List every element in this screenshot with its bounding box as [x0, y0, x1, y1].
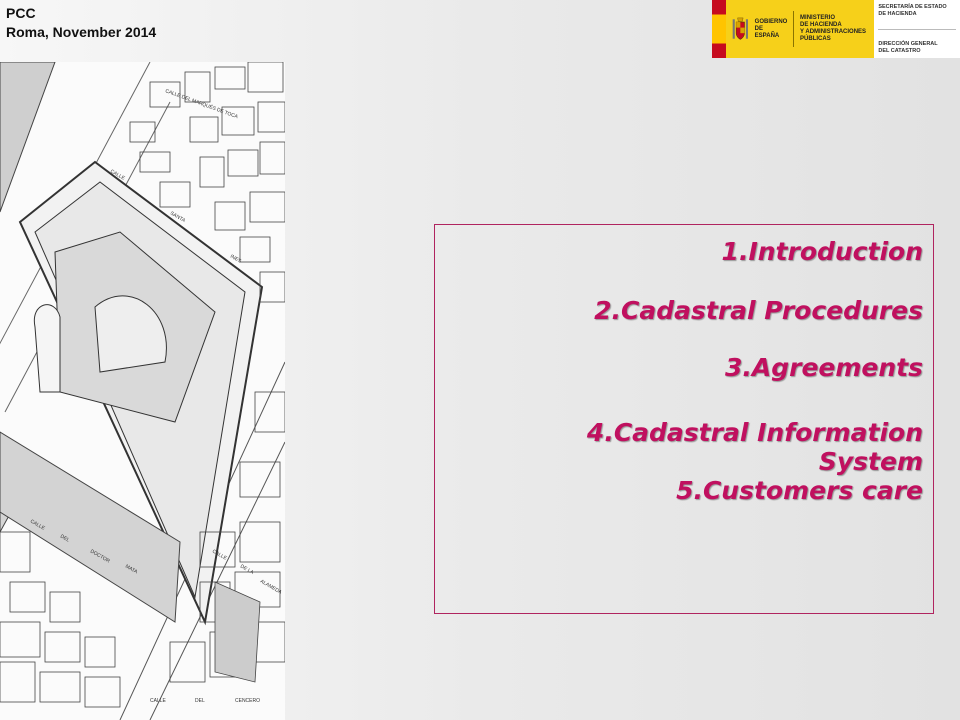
- cadastral-map-drawing: CALLE DEL MARQUÉS DE TOCA CALLE SANTA IN…: [0, 62, 285, 720]
- svg-text:DEL: DEL: [195, 698, 205, 704]
- flag-strip-icon: [712, 0, 726, 58]
- agenda-item-customers-care: 5.Customers care: [676, 476, 923, 505]
- agenda-box: 1.Introduction 2.Cadastral Procedures 3.…: [434, 224, 934, 614]
- agenda-item-cadastral-procedures: 2.Cadastral Procedures: [594, 296, 923, 325]
- secretaria-label: SECRETARÍA DE ESTADO DE HACIENDA: [878, 4, 947, 17]
- svg-text:CALLE: CALLE: [150, 698, 167, 704]
- header-line2: Roma, November 2014: [6, 24, 157, 40]
- svg-text:CENCERO: CENCERO: [235, 698, 260, 704]
- secretaria-divider: [878, 28, 956, 30]
- gov-label: GOBIERNO DE ESPAÑA: [754, 18, 788, 39]
- agenda-item-cadastral-information-system: 4.Cadastral Information System: [586, 418, 923, 476]
- svg-text:DEL: DEL: [59, 534, 71, 544]
- cadastral-map-image: CALLE DEL MARQUÉS DE TOCA CALLE SANTA IN…: [0, 62, 285, 720]
- header-info: PCC Roma, November 2014: [6, 4, 156, 42]
- government-banner: GOBIERNO DE ESPAÑA MINISTERIO DE HACIEND…: [712, 0, 960, 58]
- agenda-item-agreements: 3.Agreements: [724, 353, 923, 382]
- ministry-label: MINISTERIO DE HACIENDA Y ADMINISTRACIONE…: [800, 15, 867, 42]
- banner-divider: [793, 11, 795, 47]
- direccion-label: DIRECCIÓN GENERAL DEL CATASTRO: [878, 41, 938, 54]
- agenda-item-introduction: 1.Introduction: [721, 237, 923, 266]
- agenda-list: 1.Introduction 2.Cadastral Procedures 3.…: [453, 235, 923, 505]
- header-line1: PCC: [6, 5, 36, 21]
- secretaria-block: SECRETARÍA DE ESTADO DE HACIENDA DIRECCI…: [874, 0, 960, 58]
- coat-of-arms-icon: [732, 17, 748, 40]
- svg-text:INES: INES: [229, 254, 243, 265]
- gov-block: GOBIERNO DE ESPAÑA MINISTERIO DE HACIEND…: [726, 0, 875, 58]
